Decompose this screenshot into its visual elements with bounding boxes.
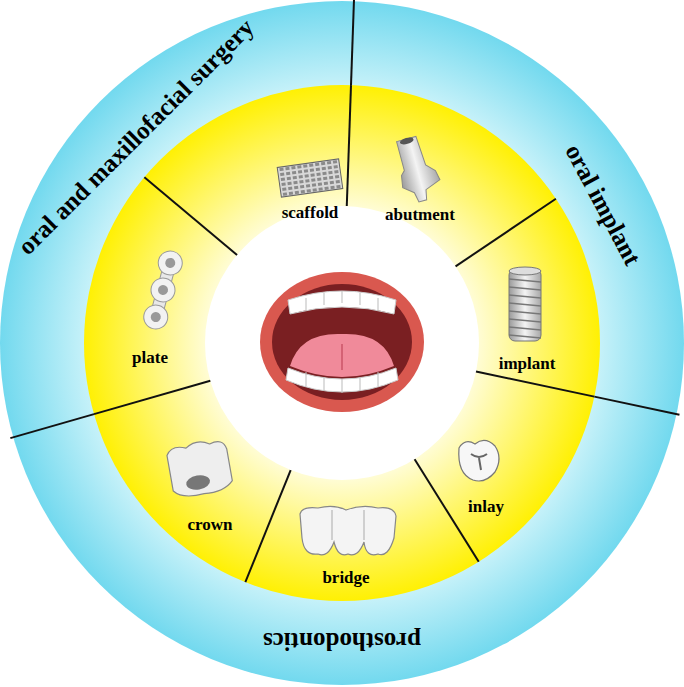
center-disc: [205, 206, 479, 480]
category-label: prosthodontics: [263, 629, 421, 654]
part-name: crown: [187, 516, 232, 533]
implant-icon: [509, 267, 541, 341]
divider-lines: [10, 0, 679, 582]
abutment-icon: [391, 132, 445, 205]
plate-icon: [141, 248, 185, 331]
part-name: abutment: [385, 206, 455, 223]
part-name: inlay: [468, 498, 504, 515]
inner-ring: [84, 85, 600, 601]
crown-icon: [166, 437, 234, 499]
part-name: plate: [132, 349, 168, 366]
divider-line: [351, 0, 354, 85]
inlay-icon: [459, 440, 499, 481]
divider-line: [245, 470, 290, 582]
part-name: scaffold: [282, 204, 339, 221]
divider-line: [144, 177, 237, 255]
bridge-icon: [300, 506, 396, 554]
part-name: implant: [499, 355, 556, 372]
divider-line: [456, 199, 556, 267]
divider-line: [476, 371, 594, 396]
divider-line: [347, 85, 351, 206]
scaffold-icon: [277, 159, 343, 197]
divider-line: [10, 414, 94, 438]
divider-line: [594, 397, 679, 415]
divider-line: [94, 381, 210, 414]
part-name: bridge: [322, 569, 369, 586]
mouth-illustration: [260, 272, 424, 412]
